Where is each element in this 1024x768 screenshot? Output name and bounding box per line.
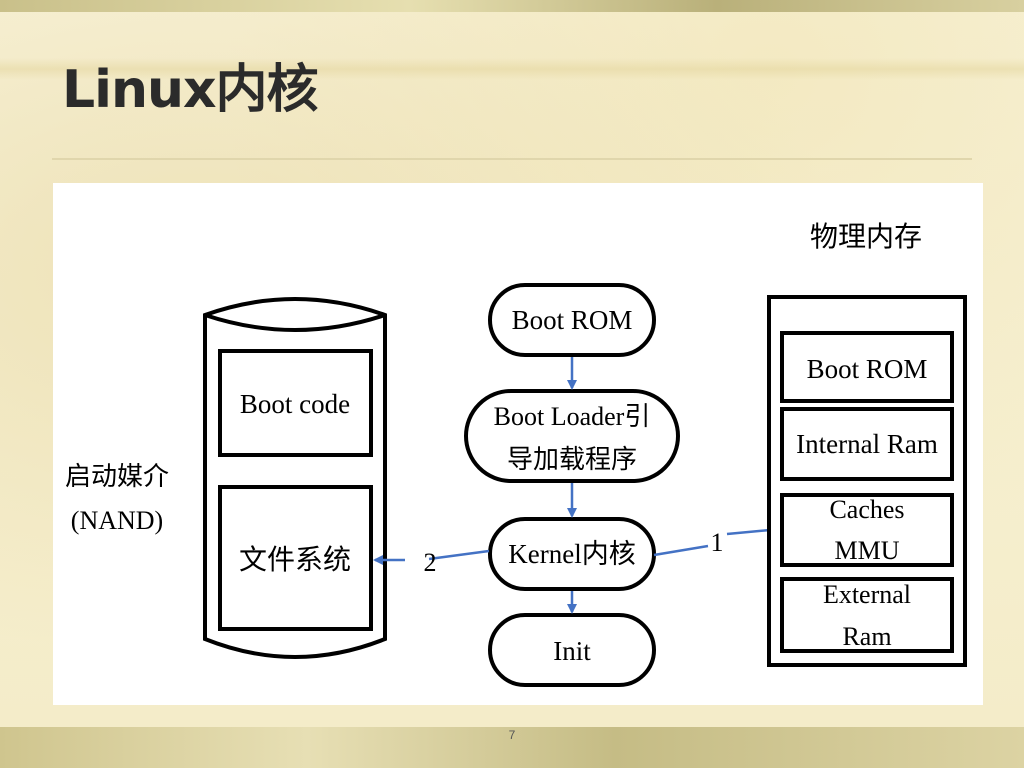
- boot-loader-label-line2: 导加载程序: [507, 445, 637, 474]
- init-node: [488, 613, 656, 687]
- memory-boot-rom-label: Boot ROM: [807, 354, 928, 384]
- caches-label: Caches: [829, 495, 904, 524]
- boot-loader-label-line1: Boot Loader引: [494, 402, 651, 431]
- kernel-node-label: Kernel内核: [508, 539, 635, 569]
- init-node-label: Init: [553, 636, 591, 666]
- bottom-decorative-band: [0, 727, 1024, 768]
- boot-diagram: Boot code 文件系统 启动媒介 (NAND) Boot ROM Boot…: [53, 183, 983, 705]
- physical-memory-title: 物理内存: [810, 221, 922, 253]
- boot-loader-node: [464, 389, 680, 483]
- header-decorative-rule: [0, 58, 1024, 80]
- top-decorative-band: [0, 0, 1024, 12]
- boot-rom-node-label: Boot ROM: [512, 305, 633, 335]
- file-system-box: [218, 485, 373, 631]
- caches-mmu-region: [780, 493, 954, 567]
- mmu-label: MMU: [834, 536, 899, 565]
- storage-media-label: 启动媒介: [65, 462, 169, 491]
- boot-diagram-svg: Boot code 文件系统 启动媒介 (NAND) Boot ROM Boot…: [65, 221, 967, 687]
- internal-ram-region: [780, 407, 954, 481]
- boot-rom-node: [488, 283, 656, 357]
- boot-code-label: Boot code: [240, 389, 350, 419]
- external-ram-label-line2: Ram: [842, 622, 891, 651]
- file-system-label: 文件系统: [239, 544, 351, 576]
- arrow-label-1: 1: [711, 528, 724, 557]
- arrow-label-2: 2: [424, 548, 437, 577]
- internal-ram-label: Internal Ram: [796, 429, 938, 459]
- kernel-to-filesystem-line: [428, 549, 490, 561]
- page-number: 7: [508, 728, 516, 742]
- title-underline: [52, 158, 972, 160]
- memory-boot-rom-region: [780, 331, 954, 403]
- storage-media-type-label: (NAND): [71, 506, 163, 535]
- boot-code-box: [218, 349, 373, 457]
- slide-title: Linux内核: [62, 60, 319, 120]
- kernel-to-memory-line: [653, 544, 709, 557]
- external-ram-label-line1: External: [823, 580, 911, 609]
- external-ram-region: [780, 577, 954, 653]
